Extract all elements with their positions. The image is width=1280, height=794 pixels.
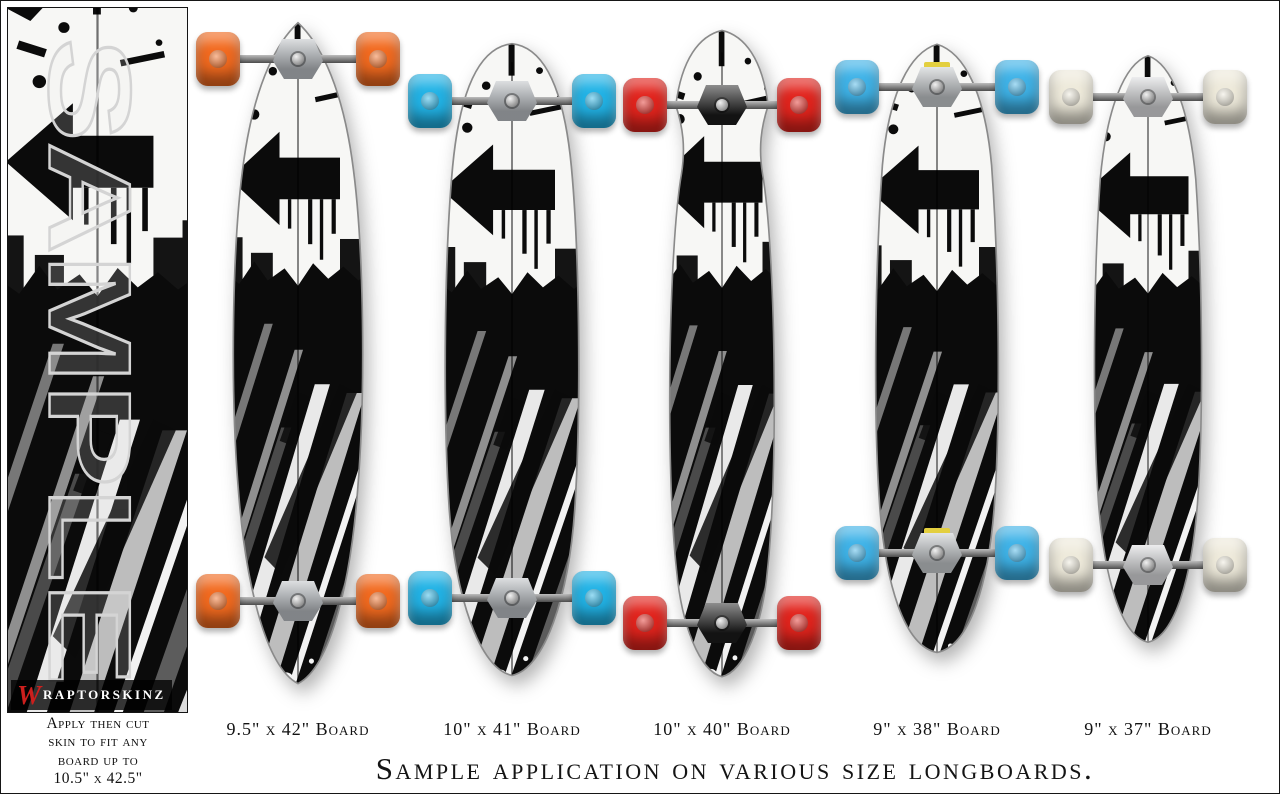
truck-top bbox=[1049, 68, 1247, 126]
longboard-deck bbox=[668, 29, 776, 678]
kingpin bbox=[292, 595, 304, 607]
truck-hanger bbox=[697, 603, 747, 643]
wheel-left bbox=[623, 78, 667, 132]
truck-bottom bbox=[408, 569, 616, 627]
kingpin bbox=[931, 81, 943, 93]
kingpin bbox=[716, 99, 728, 111]
truck-bottom bbox=[196, 572, 400, 630]
truck-top bbox=[408, 72, 616, 130]
kingpin bbox=[292, 53, 304, 65]
board-label-2: 10" x 41" Board bbox=[443, 719, 581, 739]
fit-note-line: skin to fit any bbox=[48, 733, 148, 751]
caption: Sample application on various size longb… bbox=[375, 751, 1095, 786]
longboard-deck bbox=[874, 43, 1000, 654]
fit-note-line: board up to bbox=[57, 751, 139, 769]
longboard-5 bbox=[1049, 51, 1247, 685]
truck-hanger bbox=[487, 81, 537, 121]
kingpin bbox=[1142, 559, 1154, 571]
wheel-left bbox=[408, 571, 452, 625]
sample-skin-art bbox=[8, 8, 187, 712]
truck-top bbox=[623, 76, 821, 134]
fit-note-line: Apply then cut bbox=[46, 715, 150, 732]
kingpin bbox=[716, 617, 728, 629]
wheel-left bbox=[835, 526, 879, 580]
wheel-left bbox=[408, 74, 452, 128]
wheel-right bbox=[995, 526, 1039, 580]
wheel-left bbox=[1049, 70, 1093, 124]
longboard-3 bbox=[623, 27, 821, 709]
wheel-right bbox=[777, 78, 821, 132]
fit-note: Apply then cut skin to fit any board up … bbox=[3, 715, 193, 788]
longboard-deck bbox=[444, 42, 580, 677]
kingpin bbox=[1142, 91, 1154, 103]
wheel-right bbox=[356, 574, 400, 628]
board-label-1: 9.5" x 42" Board bbox=[226, 719, 370, 739]
truck-bottom bbox=[1049, 536, 1247, 594]
wheel-left bbox=[196, 574, 240, 628]
wheel-left bbox=[196, 32, 240, 86]
riser-pad bbox=[924, 62, 950, 71]
brand-logo-initial: W bbox=[17, 679, 42, 710]
wheel-left bbox=[1049, 538, 1093, 592]
longboard-4 bbox=[835, 41, 1039, 695]
board-label-4: 9" x 38" Board bbox=[873, 719, 1001, 739]
truck-top bbox=[196, 30, 400, 88]
truck-hanger bbox=[912, 533, 962, 573]
riser-pad bbox=[924, 528, 950, 537]
wheel-left bbox=[623, 596, 667, 650]
wheel-right bbox=[356, 32, 400, 86]
wheel-right bbox=[572, 74, 616, 128]
kingpin bbox=[931, 547, 943, 559]
longboard-1 bbox=[196, 21, 400, 713]
wheel-right bbox=[995, 60, 1039, 114]
kingpin bbox=[506, 592, 518, 604]
longboard-deck bbox=[1093, 54, 1203, 644]
board-label-3: 10" x 40" Board bbox=[653, 719, 791, 739]
wheel-left bbox=[835, 60, 879, 114]
longboard-deck bbox=[232, 21, 364, 685]
kingpin bbox=[506, 95, 518, 107]
sample-skin-preview: SAMPLE W RAPTORSKINZ bbox=[7, 7, 188, 713]
wheel-right bbox=[1203, 70, 1247, 124]
truck-top bbox=[835, 58, 1039, 116]
longboard-2 bbox=[408, 37, 616, 709]
brand-logo-text: RAPTORSKINZ bbox=[43, 687, 166, 702]
wheel-right bbox=[572, 571, 616, 625]
truck-bottom bbox=[835, 524, 1039, 582]
truck-bottom bbox=[623, 594, 821, 652]
wheel-right bbox=[777, 596, 821, 650]
fit-note-line: 10.5" x 42.5" bbox=[53, 769, 143, 787]
brand-logo: W RAPTORSKINZ bbox=[11, 680, 172, 710]
wheel-right bbox=[1203, 538, 1247, 592]
board-label-5: 9" x 37" Board bbox=[1084, 719, 1212, 739]
